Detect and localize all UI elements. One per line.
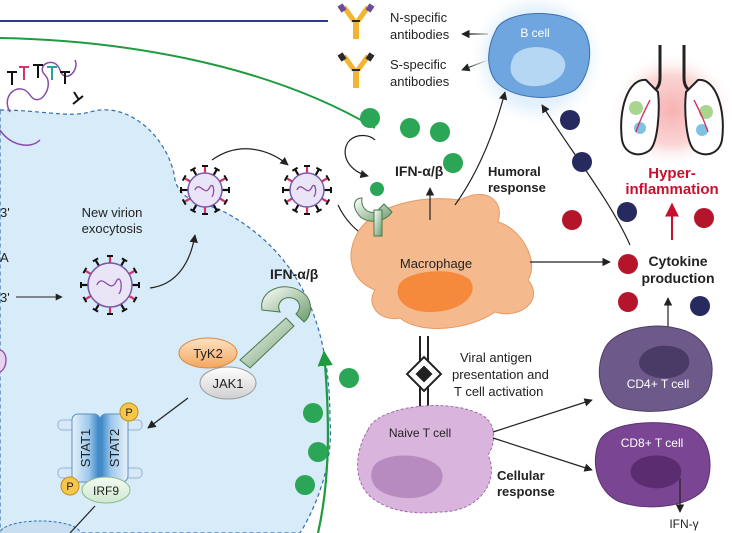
ifn-dot xyxy=(295,475,315,495)
phospho-stat2-icon xyxy=(119,402,139,422)
n-antibody-label-1: N-specific xyxy=(390,10,448,25)
membrane-spikes xyxy=(7,64,84,105)
arrow-to-cd8 xyxy=(492,437,593,472)
antigen-label-2: presentation and xyxy=(452,367,549,382)
cytokine-dot-red xyxy=(618,292,638,312)
ifn-dot xyxy=(443,153,463,173)
cytokine-dot-navy xyxy=(560,110,580,130)
nucleus-edge xyxy=(0,520,81,533)
ifn-dot xyxy=(339,368,359,388)
virion-icon xyxy=(80,255,140,315)
hyper-label-1: Hyper- xyxy=(648,165,696,182)
stat1-label: STAT1 xyxy=(78,429,93,468)
arrow-to-cd4 xyxy=(492,398,593,433)
n-antibody-icon xyxy=(337,3,375,39)
humoral-label-1: Humoral xyxy=(488,164,541,179)
macrophage-label: Macrophage xyxy=(400,256,472,271)
cytokine-dot-navy xyxy=(690,296,710,316)
fragment-3prime-1: 3' xyxy=(0,205,10,220)
phospho-stat1-icon xyxy=(60,476,80,496)
naive-t-cell-label: Naive T cell xyxy=(389,426,451,440)
arrow-cytokine-to-bcell xyxy=(541,104,631,246)
arrow-exocytosis xyxy=(149,234,198,289)
macrophage-receptor-icon xyxy=(354,197,393,237)
green-arc-bottom xyxy=(316,350,333,533)
ifn-dot xyxy=(430,122,450,142)
tyk2-node xyxy=(178,337,238,369)
cytokine-dot-navy xyxy=(617,202,637,222)
cytokine-dot-red xyxy=(618,254,638,274)
arrow-to-nucleus xyxy=(69,505,96,533)
cellular-label-1: Cellular xyxy=(497,468,545,483)
b-cell-label: B cell xyxy=(520,26,549,40)
macrophage xyxy=(350,194,534,329)
phospho-label-1: P xyxy=(125,407,132,419)
arrow-to-bcell xyxy=(454,91,508,206)
rna-strand xyxy=(6,59,77,113)
virions xyxy=(80,165,332,315)
cytokine-label-2: production xyxy=(641,270,714,286)
exocytosis-label-1: New virion xyxy=(82,205,143,220)
antigen-label-3: T cell activation xyxy=(454,384,543,399)
cytokine-dot-red xyxy=(562,210,582,230)
arrow-jak-stat xyxy=(147,397,189,429)
cd8-nucleus xyxy=(630,455,682,489)
ifn-receptor-label: IFN-α/β xyxy=(270,266,319,282)
arrow-virion-release xyxy=(211,148,289,166)
n-antibody-label-2: antibodies xyxy=(390,27,450,42)
s-antibody-label-1: S-specific xyxy=(390,57,447,72)
cellular-label-2: response xyxy=(497,484,555,499)
cd8-label: CD8+ T cell xyxy=(621,436,684,450)
stat2-label: STAT2 xyxy=(107,429,122,468)
b-cell-nucleus xyxy=(510,47,566,87)
ifn-gamma-label: IFN-γ xyxy=(669,517,698,531)
cd4-nucleus xyxy=(639,345,690,379)
lungs-icon xyxy=(620,45,724,156)
ifn-dot xyxy=(400,118,420,138)
rna-strand-2 xyxy=(0,129,41,146)
tyk2-label: TyK2 xyxy=(193,346,223,361)
cytokine-dot-navy xyxy=(572,152,592,172)
humoral-label-2: response xyxy=(488,180,546,195)
virion-icon xyxy=(180,165,230,215)
cd4-label: CD4+ T cell xyxy=(627,377,690,391)
fragment-3prime-2: 3' xyxy=(0,290,10,305)
hyper-label-2: inflammation xyxy=(625,181,718,198)
mhc-tcr-complex-icon xyxy=(405,336,443,410)
ifn-dots xyxy=(295,108,463,495)
ifn-macrophage-label: IFN-α/β xyxy=(395,163,444,179)
jak1-label: JAK1 xyxy=(212,376,243,391)
antigen-label-1: Viral antigen xyxy=(460,350,532,365)
s-antibody-icon xyxy=(337,52,375,88)
ifn-bound-dot xyxy=(370,182,384,196)
stat-complex xyxy=(57,413,143,504)
irf9-label: IRF9 xyxy=(93,484,119,498)
host-cell xyxy=(0,109,332,533)
exocytosis-label-2: exocytosis xyxy=(82,221,143,236)
ifn-dot xyxy=(360,108,380,128)
ifn-dot xyxy=(308,442,328,462)
purple-edge-shape xyxy=(0,349,7,373)
cytokine-dot-red xyxy=(694,208,714,228)
naive-t-cell-nucleus xyxy=(371,455,443,499)
green-arc-top xyxy=(0,37,376,129)
s-antibody-label-2: antibodies xyxy=(390,74,450,89)
cytokine-label-1: Cytokine xyxy=(648,253,707,269)
fragment-a: A xyxy=(0,250,9,265)
cytokine-dots xyxy=(560,110,714,316)
macrophage-nucleus xyxy=(397,271,473,312)
phospho-label-2: P xyxy=(66,481,73,493)
arrow-ifn-loop xyxy=(344,134,376,179)
ifn-dot xyxy=(303,403,323,423)
jak1-node xyxy=(199,366,257,400)
virion-icon xyxy=(282,165,332,215)
ifnar-receptor-icon xyxy=(239,286,311,369)
